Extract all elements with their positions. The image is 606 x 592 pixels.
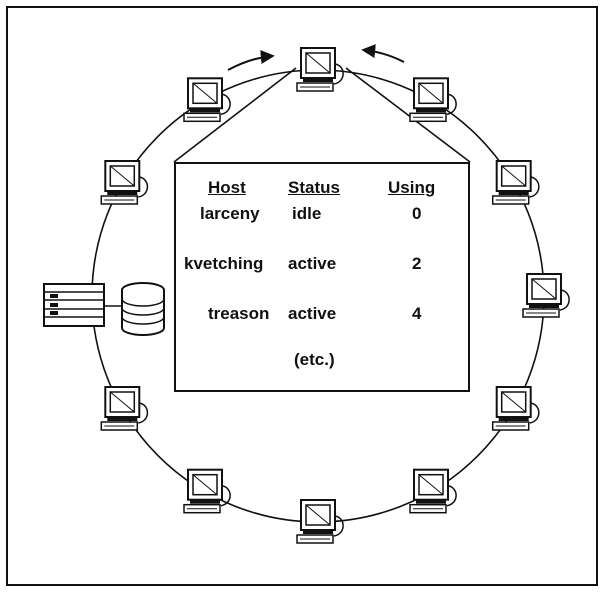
host-column-header: Host xyxy=(208,178,246,197)
workstation-icon xyxy=(491,386,540,431)
host-cell: treason xyxy=(208,304,270,323)
host-status-table: Host Status Using larceny idle 0 kvetchi… xyxy=(174,162,470,392)
workstation-icon xyxy=(409,77,458,123)
workstation-icon xyxy=(183,468,232,514)
workstation-icon xyxy=(522,273,571,318)
diagram-frame xyxy=(6,6,598,586)
using-column-header: Using xyxy=(388,178,436,197)
host-cell: kvetching xyxy=(184,254,264,273)
token-arrow-right xyxy=(361,44,405,63)
status-column-header: Status xyxy=(288,178,340,197)
workstation-icon xyxy=(409,468,458,514)
using-cell: 2 xyxy=(412,254,422,273)
callout-line-right xyxy=(345,67,471,163)
using-cell: 4 xyxy=(412,304,422,323)
disk-storage-icon xyxy=(121,282,165,336)
workstation-icon xyxy=(100,386,149,431)
using-cell: 0 xyxy=(412,204,422,223)
server-rack-icon xyxy=(43,283,105,327)
workstation-icon xyxy=(100,160,149,205)
status-cell: active xyxy=(288,304,337,323)
callout-line-left xyxy=(173,67,297,163)
workstation-icon xyxy=(183,77,232,123)
status-cell: idle xyxy=(292,204,322,223)
workstation-icon xyxy=(491,160,540,205)
workstation-icon xyxy=(296,47,345,92)
host-cell: larceny xyxy=(200,204,260,223)
table-footer-etc: (etc.) xyxy=(294,350,335,369)
token-arrow-left xyxy=(227,50,275,71)
status-cell: active xyxy=(288,254,337,273)
